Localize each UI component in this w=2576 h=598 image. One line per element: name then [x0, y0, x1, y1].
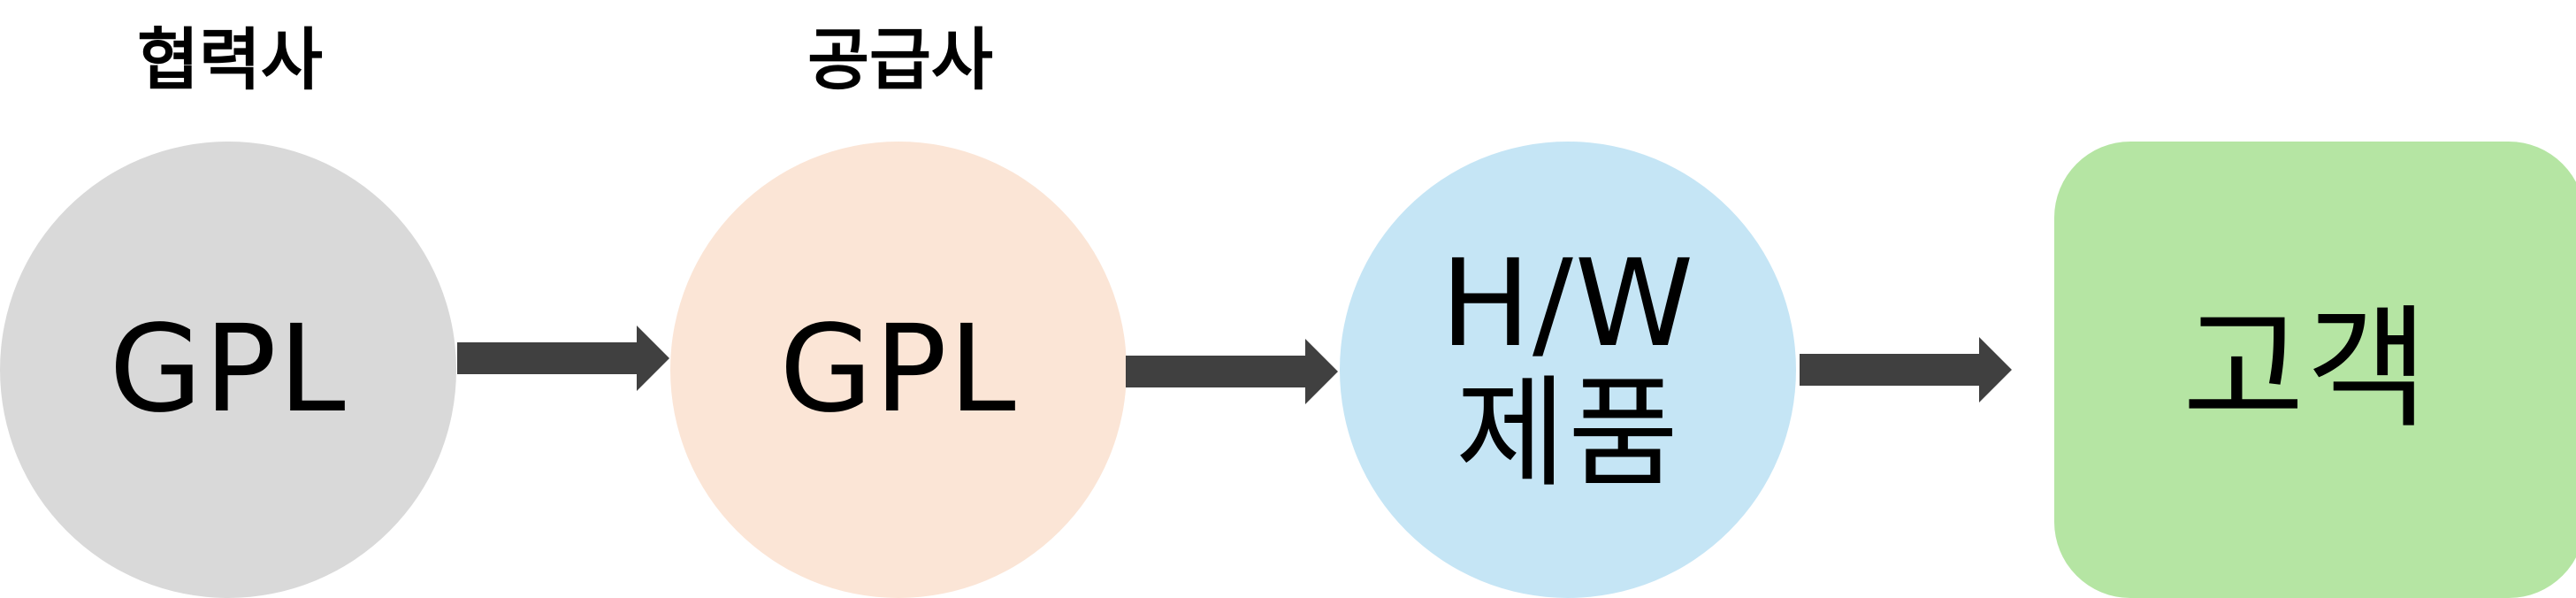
arrow-shape — [1126, 339, 1338, 404]
supplier-gpl-text: GPL — [779, 299, 1018, 440]
arrow-shape — [1800, 337, 2012, 402]
supplier-gpl-node: GPL — [670, 142, 1127, 598]
customer-text: 고객 — [2182, 293, 2430, 447]
arrow-hw-to-customer — [1800, 337, 2012, 402]
arrow-shape — [457, 326, 669, 391]
supplier-label: 공급사 — [807, 20, 993, 99]
arrow-partner-to-supplier — [457, 326, 669, 391]
hw-product-line2: 제품 — [1455, 364, 1681, 504]
partner-label: 협력사 — [137, 20, 323, 99]
hw-product-line1: H/W — [1440, 234, 1696, 375]
arrow-supplier-to-hw — [1126, 339, 1338, 404]
partner-gpl-node: GPL — [0, 142, 456, 598]
hw-product-node: H/W 제품 — [1340, 142, 1796, 598]
partner-gpl-text: GPL — [109, 299, 348, 440]
customer-node: 고객 — [2054, 142, 2576, 598]
